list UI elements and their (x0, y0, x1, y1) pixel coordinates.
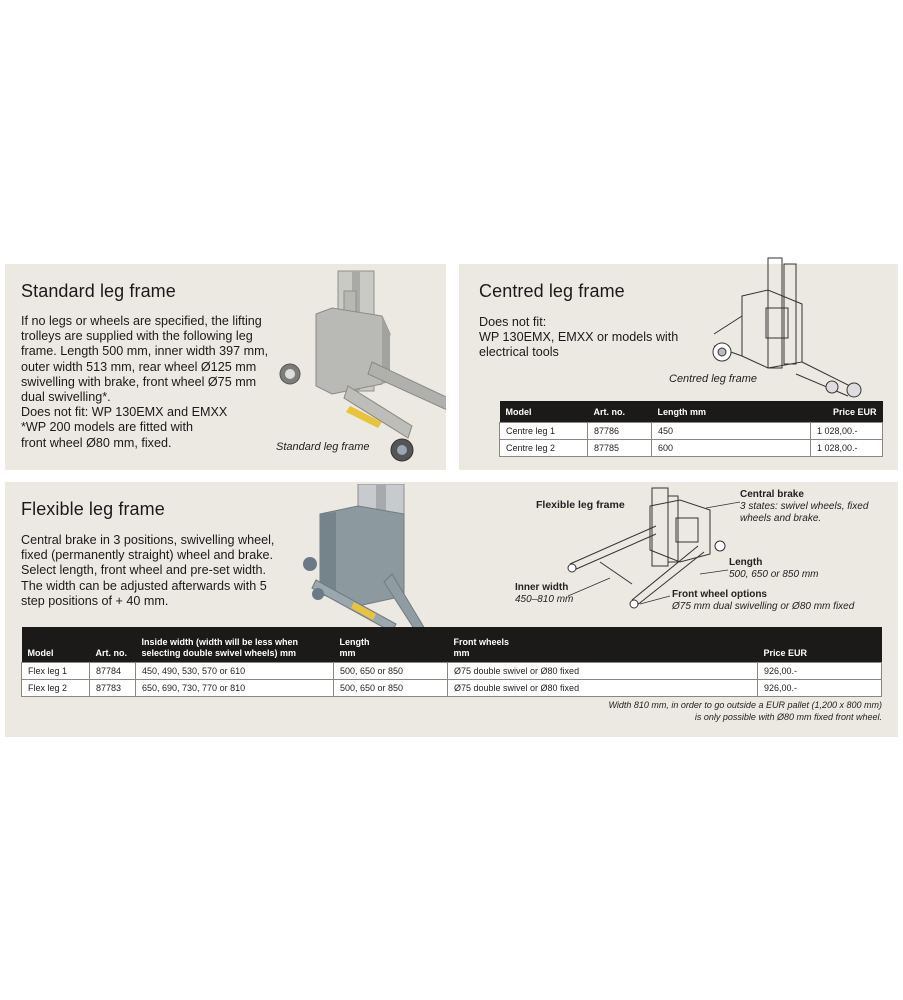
centred-table: Model Art. no. Length mm Price EUR Centr… (499, 401, 883, 457)
cell-price: 1 028,00.- (810, 439, 883, 457)
flexible-description: Central brake in 3 positions, swivelling… (21, 533, 275, 608)
cell-front-wheels: Ø75 double swivel or Ø80 fixed (447, 679, 758, 697)
cell-length: 500, 650 or 850 (333, 679, 448, 697)
table-row: Flex leg 1 87784 450, 490, 530, 570 or 6… (21, 662, 882, 680)
col-price: Price EUR (757, 627, 882, 663)
centred-title: Centred leg frame (479, 281, 625, 301)
cell-length: 450 (651, 422, 811, 440)
table-row: Centre leg 1 87786 450 1 028,00.- (499, 422, 883, 440)
inner-width-label: Inner width 450–810 mm (515, 582, 574, 605)
col-inside-width: Inside width (width will be less when se… (135, 627, 334, 663)
central-brake-label: Central brake 3 states: swivel wheels, f… (740, 489, 869, 524)
table-header-row: Model Art. no. Inside width (width will … (21, 627, 882, 663)
cell-inside-width: 650, 690, 730, 770 or 810 (135, 679, 334, 697)
col-model: Model (499, 401, 588, 423)
col-length: Length mm (333, 627, 448, 663)
centred-leg-frame-image (712, 257, 862, 398)
cell-model: Flex leg 1 (21, 662, 90, 680)
length-label: Length 500, 650 or 850 mm (729, 557, 819, 580)
cell-model: Flex leg 2 (21, 679, 90, 697)
col-length: Length mm (651, 401, 811, 423)
table-header-row: Model Art. no. Length mm Price EUR (499, 401, 883, 423)
centred-caption: Centred leg frame (669, 373, 758, 385)
centred-description: Does not fit: WP 130EMX, EMXX or models … (479, 315, 679, 360)
flexible-leg-frame-image (303, 484, 429, 646)
flexible-title: Flexible leg frame (21, 499, 165, 519)
col-price: Price EUR (810, 401, 883, 423)
table-row: Centre leg 2 87785 600 1 028,00.- (499, 439, 883, 457)
standard-caption: Standard leg frame (276, 441, 370, 453)
flexible-diagram-title: Flexible leg frame (536, 499, 625, 511)
front-wheel-label: Front wheel options Ø75 mm dual swivelli… (672, 589, 855, 612)
cell-model: Centre leg 1 (499, 422, 588, 440)
standard-leg-frame-image (279, 270, 446, 462)
cell-model: Centre leg 2 (499, 439, 588, 457)
table-row: Flex leg 2 87783 650, 690, 730, 770 or 8… (21, 679, 882, 697)
cell-front-wheels: Ø75 double swivel or Ø80 fixed (447, 662, 758, 680)
cell-art-no: 87784 (89, 662, 136, 680)
col-model: Model (21, 627, 90, 663)
col-art-no: Art. no. (89, 627, 136, 663)
flexible-footnote: Width 810 mm, in order to go outside a E… (608, 700, 882, 722)
cell-inside-width: 450, 490, 530, 570 or 610 (135, 662, 334, 680)
cell-length: 600 (651, 439, 811, 457)
cell-price: 1 028,00.- (810, 422, 883, 440)
cell-price: 926,00.- (757, 662, 882, 680)
col-front-wheels: Front wheels mm (447, 627, 758, 663)
col-art-no: Art. no. (587, 401, 652, 423)
flexible-diagram (567, 487, 726, 609)
flexible-table: Model Art. no. Inside width (width will … (21, 627, 882, 697)
cell-art-no: 87783 (89, 679, 136, 697)
cell-art-no: 87786 (587, 422, 652, 440)
cell-price: 926,00.- (757, 679, 882, 697)
cell-art-no: 87785 (587, 439, 652, 457)
standard-title: Standard leg frame (21, 281, 176, 301)
standard-description: If no legs or wheels are specified, the … (21, 314, 269, 450)
cell-length: 500, 650 or 850 (333, 662, 448, 680)
